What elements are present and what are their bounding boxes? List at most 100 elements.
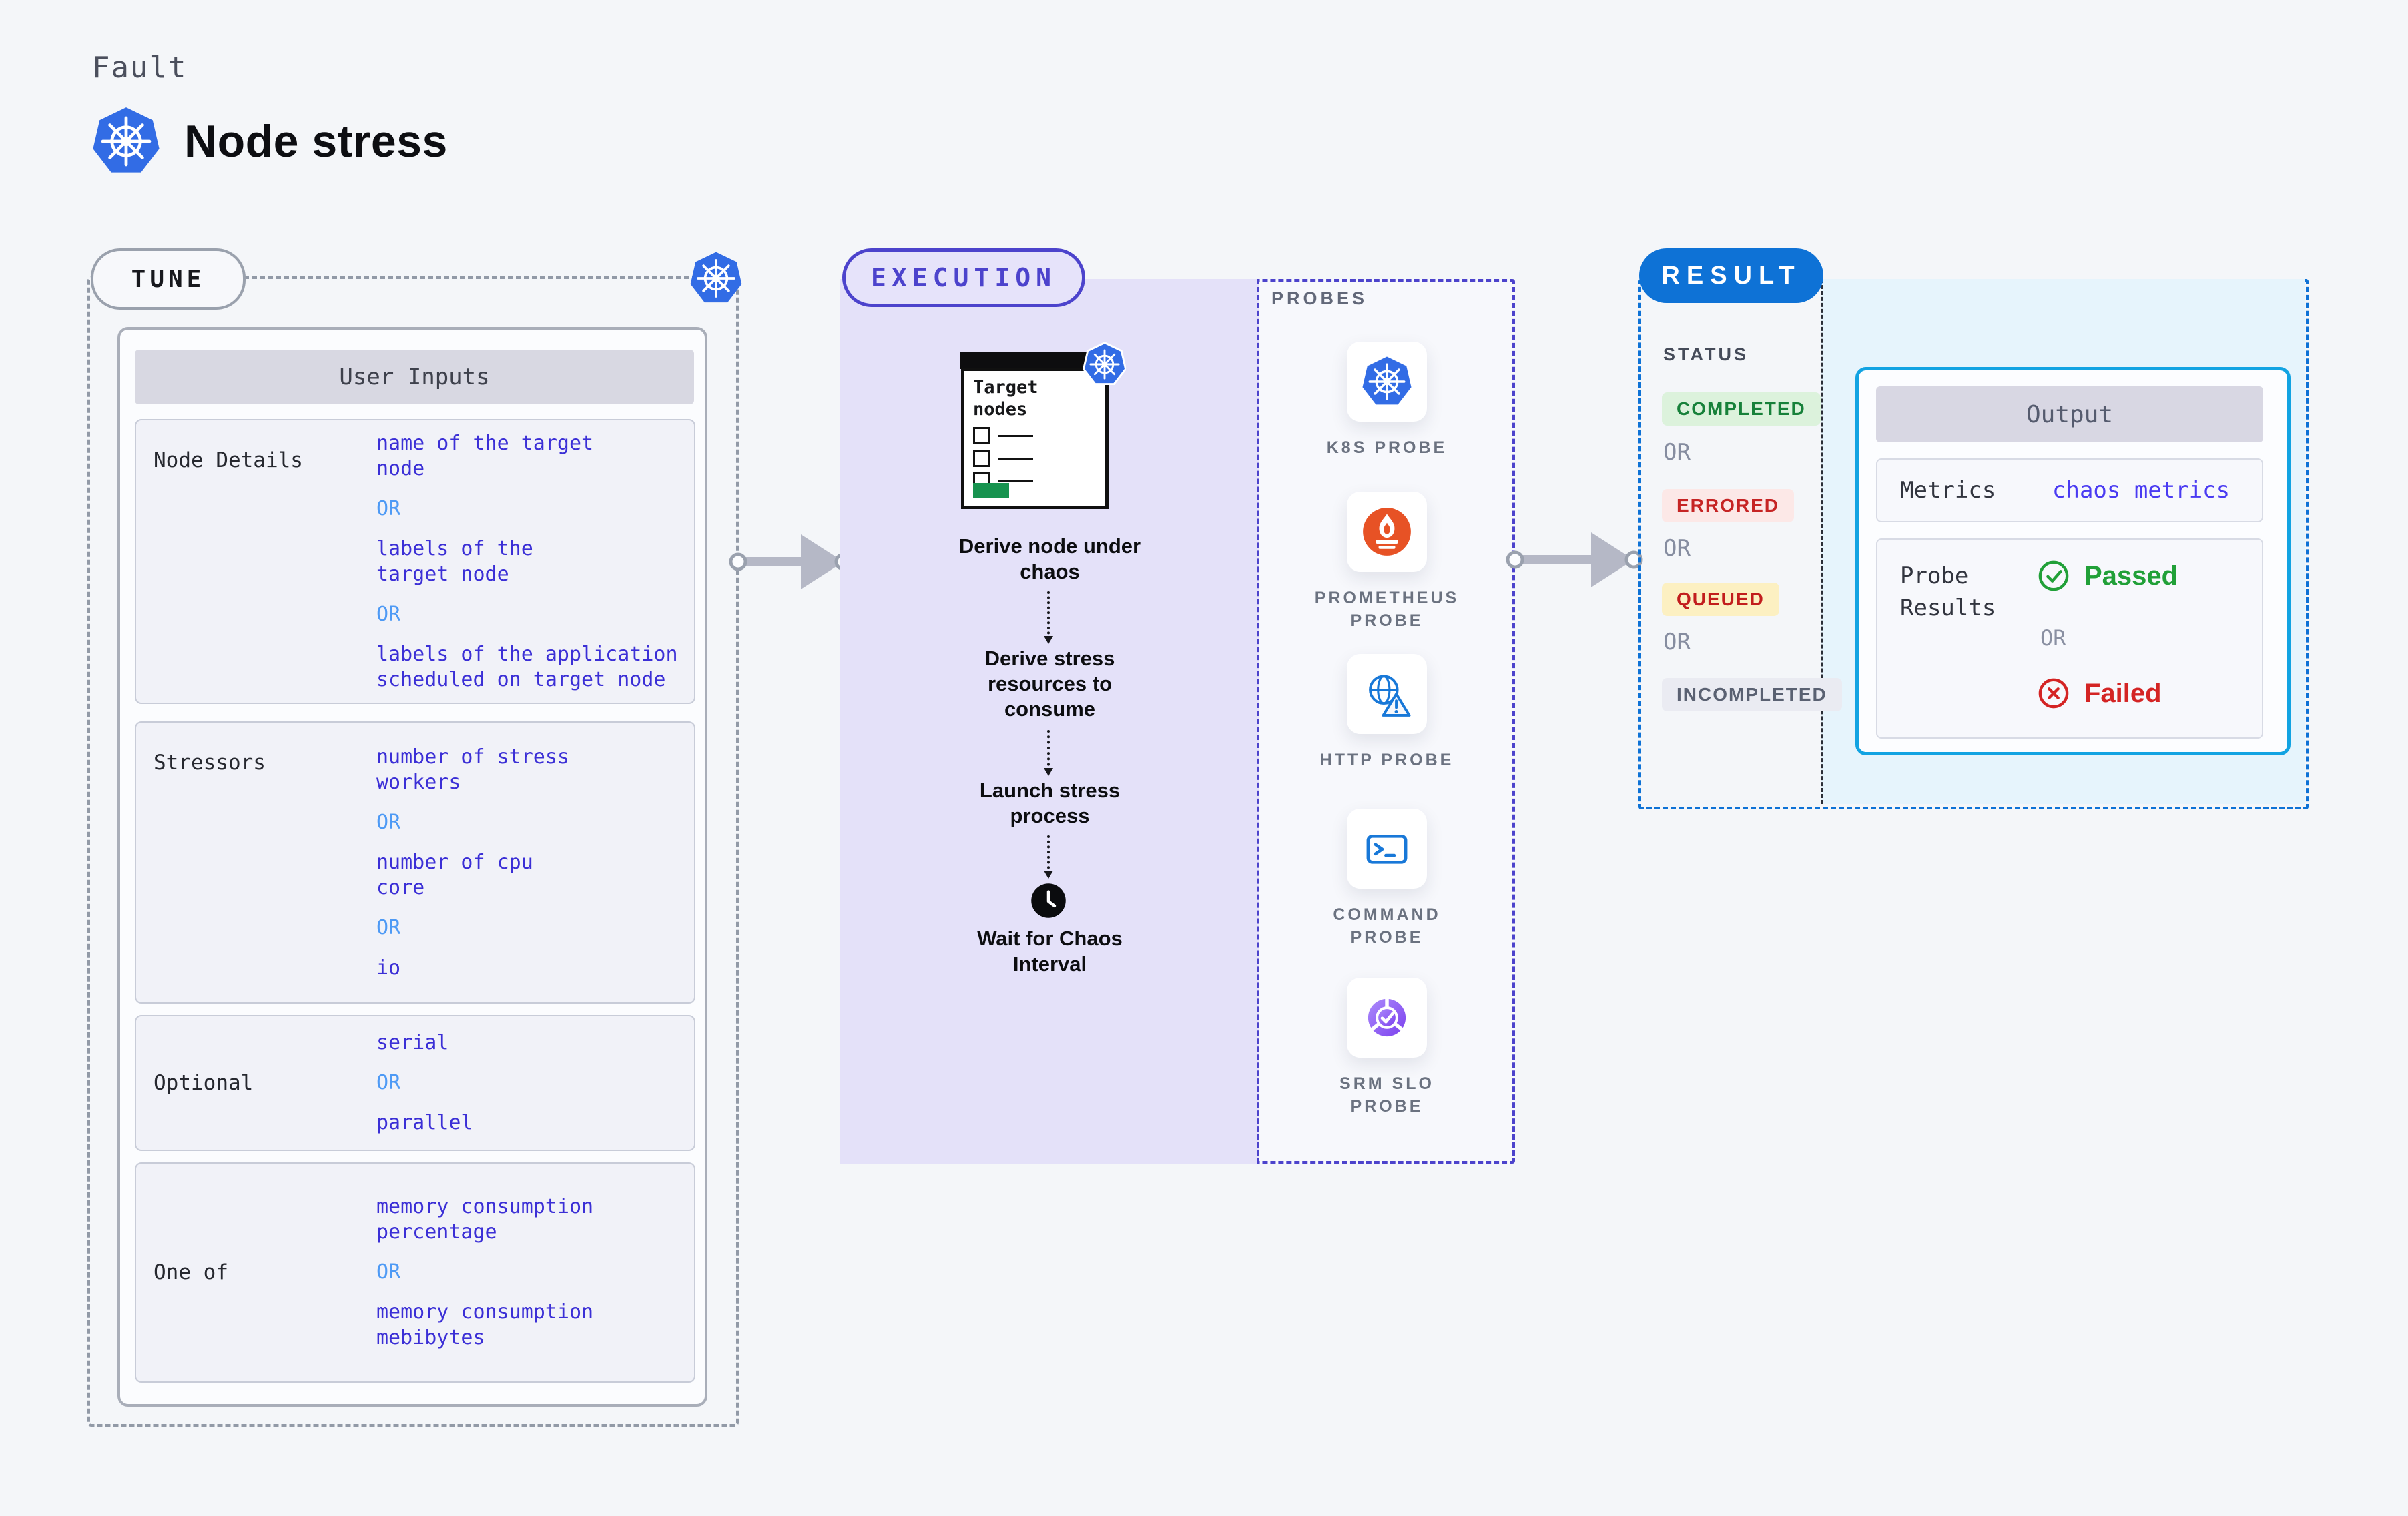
probe-result-failed: Failed	[2038, 677, 2162, 709]
probe-item-prometheus: PROMETHEUS PROBE	[1300, 492, 1474, 632]
status-title: STATUS	[1663, 344, 1749, 364]
dotted-arrow-down-icon	[1044, 835, 1053, 879]
or-separator: OR	[376, 810, 401, 834]
row-label: One of	[154, 1260, 228, 1284]
or-separator: OR	[1663, 439, 1691, 466]
flow-arrow-tune-to-execution	[729, 534, 850, 589]
checklist-item	[973, 450, 1033, 467]
flow-step-derive-stress: Derive stress resources to consume	[984, 647, 1115, 721]
probe-label: K8S PROBE	[1326, 438, 1448, 457]
fault-kicker: Fault	[92, 51, 188, 85]
probe-card	[1347, 978, 1427, 1058]
flow-arrow-probes-to-result	[1506, 532, 1643, 587]
row-label: Optional	[154, 1071, 254, 1095]
table-row-optional: Optional serial OR parallel	[135, 1015, 695, 1151]
or-separator: OR	[376, 1071, 401, 1094]
or-separator: OR	[1663, 535, 1691, 562]
kubernetes-icon	[1083, 342, 1126, 386]
or-separator: OR	[1663, 629, 1691, 655]
passed-label: Passed	[2084, 560, 2178, 591]
execution-flow-panel	[840, 279, 1259, 1164]
probe-item-srm-slo: SRM SLO PROBE	[1300, 978, 1474, 1118]
status-badge-incompleted: INCOMPLETED	[1662, 678, 1842, 711]
page-header: Node stress	[91, 104, 448, 179]
row-values: name of the target node OR labels of the…	[376, 420, 691, 703]
result-section: RESULT STATUS COMPLETED OR ERRORED OR QU…	[1638, 248, 2309, 849]
flow-step-wait-interval: Wait for Chaos Interval	[977, 927, 1123, 976]
prometheus-icon	[1361, 506, 1413, 558]
result-badge: RESULT	[1639, 248, 1823, 303]
probe-card	[1347, 342, 1427, 422]
slo-pie-check-icon	[1361, 992, 1413, 1044]
dotted-arrow-down-icon	[1044, 730, 1053, 776]
probe-label: PROMETHEUS PROBE	[1314, 589, 1460, 630]
row-values: memory consumption percentage OR memory …	[376, 1164, 691, 1381]
page-title: Node stress	[184, 116, 448, 167]
probe-card	[1347, 654, 1427, 734]
input-option: labels of the application scheduled on t…	[376, 642, 678, 691]
input-option: memory consumption percentage	[376, 1195, 594, 1244]
table-row-one-of: One of memory consumption percentage OR …	[135, 1162, 695, 1383]
input-option: memory consumption mebibytes	[376, 1300, 594, 1349]
or-separator: OR	[376, 1260, 401, 1284]
clock-icon	[1030, 882, 1067, 919]
probe-label: HTTP PROBE	[1319, 751, 1454, 769]
input-option: number of stress workers	[376, 745, 569, 794]
probe-card	[1347, 492, 1427, 572]
row-values: number of stress workers OR number of cp…	[376, 723, 691, 1002]
row-label: Stressors	[154, 751, 266, 775]
status-badge-queued: QUEUED	[1662, 583, 1779, 616]
list-line	[998, 457, 1033, 460]
flow-step-derive-node: Derive node under chaos	[958, 534, 1141, 583]
x-circle-icon	[2038, 677, 2070, 709]
check-circle-icon	[2038, 560, 2070, 592]
kubernetes-icon	[689, 250, 743, 307]
checkbox-icon	[973, 450, 990, 467]
input-option: name of the target node	[376, 431, 594, 480]
metrics-value: chaos metrics	[2052, 477, 2230, 504]
list-line	[998, 434, 1033, 437]
probes-title: PROBES	[1271, 288, 1368, 308]
status-badge-errored: ERRORED	[1662, 489, 1795, 522]
execution-section: EXECUTION Target nodes Derive node under…	[840, 248, 1515, 1164]
or-separator: OR	[376, 602, 401, 626]
user-inputs-panel: User Inputs Node Details name of the tar…	[117, 327, 707, 1407]
input-option: serial	[376, 1031, 449, 1054]
metrics-label: Metrics	[1900, 477, 1996, 504]
probe-item-command: COMMAND PROBE	[1300, 809, 1474, 949]
tune-dashed-border	[87, 276, 739, 1427]
progress-bar	[973, 483, 1009, 498]
flow-step-launch-stress: Launch stress process	[979, 779, 1121, 827]
metrics-row: Metrics chaos metrics	[1876, 458, 2263, 522]
or-separator: OR	[376, 915, 401, 939]
list-line	[998, 480, 1033, 482]
kubernetes-icon	[91, 104, 162, 179]
table-row-stressors: Stressors number of stress workers OR nu…	[135, 721, 695, 1004]
tune-section: TUNE User Inputs Node Details name of th…	[87, 248, 739, 1443]
kubernetes-icon	[1361, 356, 1413, 408]
probe-label: COMMAND PROBE	[1333, 905, 1441, 947]
or-separator: OR	[376, 496, 401, 520]
input-option: parallel	[376, 1111, 473, 1134]
dotted-arrow-down-icon	[1044, 591, 1053, 644]
tune-badge: TUNE	[91, 248, 246, 310]
probe-card	[1347, 809, 1427, 889]
probe-item-http: HTTP PROBE	[1300, 654, 1474, 771]
status-badge-completed: COMPLETED	[1662, 392, 1821, 426]
clipboard-checklist	[973, 427, 1033, 490]
target-nodes-clipboard: Target nodes	[960, 342, 1126, 509]
table-row-node-details: Node Details name of the target node OR …	[135, 419, 695, 704]
probe-label: SRM SLO PROBE	[1339, 1074, 1434, 1116]
clipboard-body: Target nodes	[961, 368, 1109, 509]
probe-result-passed: Passed	[2038, 560, 2178, 592]
input-option: labels of the target node	[376, 536, 533, 586]
execution-badge: EXECUTION	[842, 248, 1085, 307]
row-label: Node Details	[154, 448, 303, 472]
row-values: serial OR parallel	[376, 1016, 691, 1150]
input-option: number of cpu core	[376, 850, 533, 899]
or-separator: OR	[2040, 625, 2066, 651]
output-card: Output Metrics chaos metrics Probe Resul…	[1855, 367, 2291, 755]
checkbox-icon	[973, 427, 990, 444]
probe-results-row: Probe Results Passed OR Failed	[1876, 538, 2263, 739]
